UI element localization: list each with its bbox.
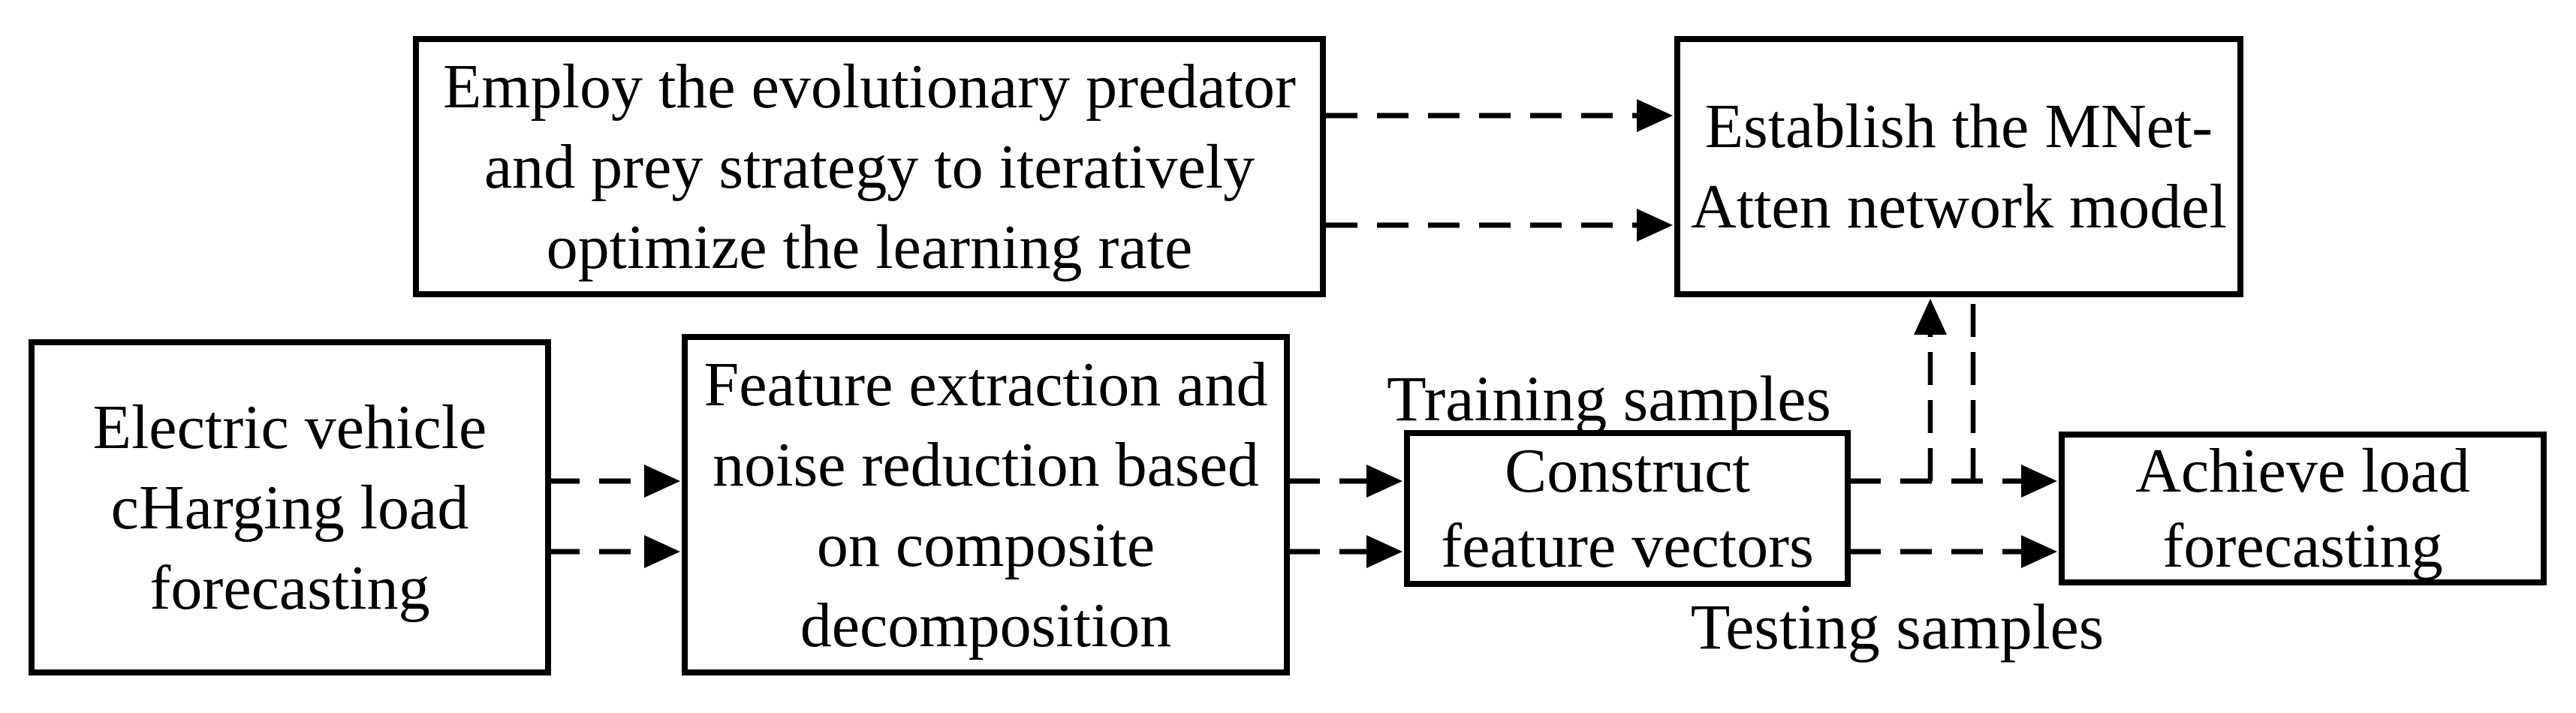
node-mnet-atten-model: Establish the MNet- Atten network model bbox=[1674, 36, 2243, 297]
node-text-line: Achieve load bbox=[2135, 435, 2470, 506]
arrow-optimizer-to-model-lower bbox=[1326, 209, 1673, 242]
arrow-vectors-to-achieve-lower bbox=[1849, 535, 2057, 568]
node-text-line: feature vectors bbox=[1441, 510, 1814, 581]
training-samples-label: Training samples bbox=[1387, 363, 1831, 435]
node-text-line: forecasting bbox=[149, 552, 430, 623]
node-text-line: Establish the MNet- bbox=[1704, 92, 2213, 161]
arrow-task-to-decomposition-upper bbox=[548, 465, 680, 498]
node-text-line: Construct bbox=[1505, 435, 1750, 506]
node-text-line: cHarging load bbox=[110, 472, 469, 543]
arrow-vectors-to-achieve-upper bbox=[1849, 465, 2057, 498]
arrow-optimizer-to-model-upper bbox=[1326, 99, 1673, 132]
arrow-decomposition-to-vectors-lower bbox=[1288, 535, 1402, 568]
node-construct-feature-vectors: Construct feature vectors bbox=[1404, 430, 1851, 587]
node-text-line: on composite bbox=[816, 510, 1155, 580]
node-text-line: Employ the evolutionary predator bbox=[442, 51, 1296, 122]
node-text-line: and prey strategy to iteratively bbox=[484, 131, 1255, 202]
node-optimizer-strategy: Employ the evolutionary predator and pre… bbox=[413, 36, 1326, 297]
testing-samples-label: Testing samples bbox=[1690, 591, 2104, 663]
node-text-line: Feature extraction and bbox=[704, 349, 1268, 420]
arrow-decomposition-to-vectors-upper bbox=[1288, 465, 1402, 498]
node-text-line: noise reduction based bbox=[713, 429, 1259, 500]
node-achieve-load-forecasting: Achieve load forecasting bbox=[2059, 432, 2547, 585]
node-text-line: forecasting bbox=[2162, 510, 2443, 581]
node-feature-extraction: Feature extraction and noise reduction b… bbox=[682, 334, 1290, 675]
node-charging-load-task: Electric vehicle cHarging load forecasti… bbox=[29, 339, 551, 675]
node-text-line: decomposition bbox=[800, 590, 1172, 660]
node-text-line: optimize the learning rate bbox=[546, 212, 1193, 282]
arrow-training-to-model bbox=[1914, 299, 1947, 481]
node-text-line: Electric vehicle bbox=[92, 392, 487, 462]
arrow-task-to-decomposition-lower bbox=[548, 535, 680, 568]
node-text-line: Atten network model bbox=[1691, 172, 2227, 242]
